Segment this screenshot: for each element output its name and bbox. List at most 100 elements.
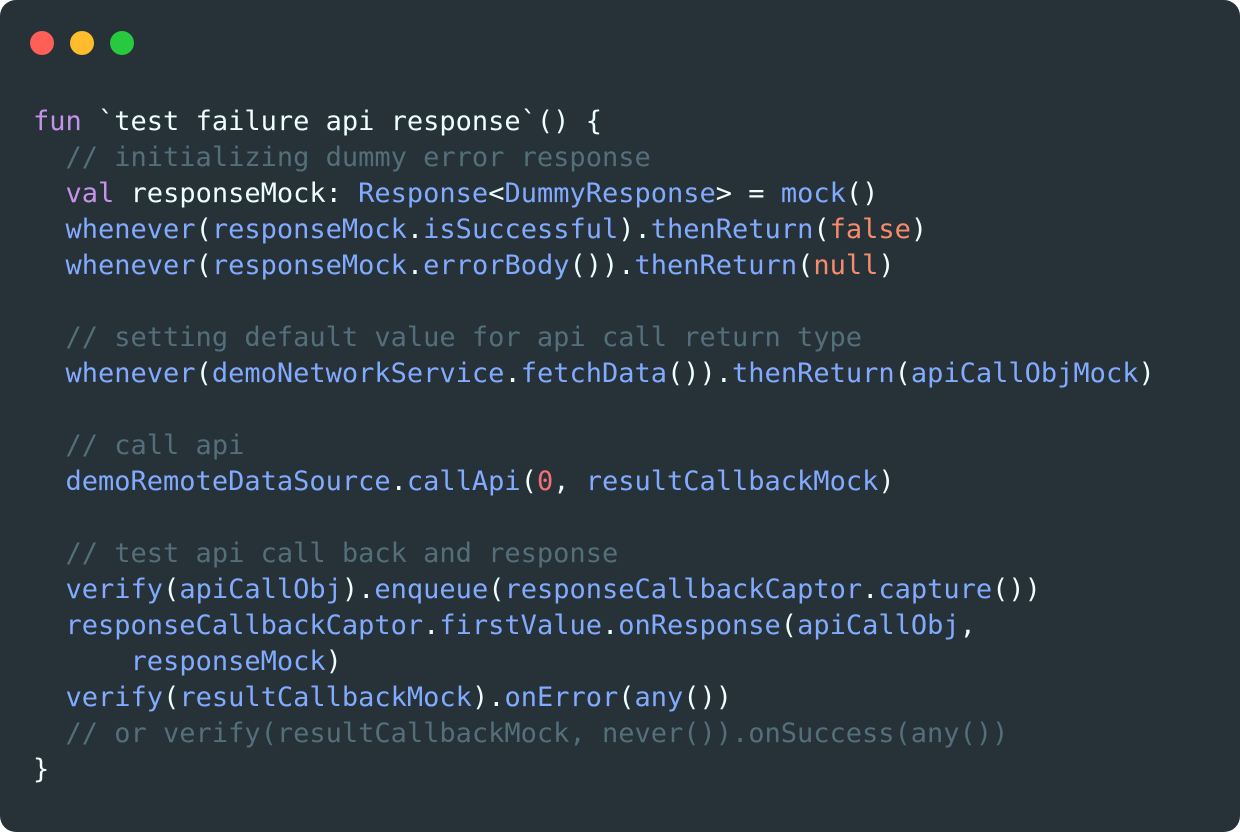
code-token-func: whenever xyxy=(65,358,196,389)
code-line: // initializing dummy error response xyxy=(33,140,1155,176)
code-token-comment: // setting default value for api call re… xyxy=(65,322,863,353)
code-token-default: . xyxy=(406,250,424,281)
code-token-default xyxy=(33,466,66,497)
code-token-default xyxy=(33,214,66,245)
code-line xyxy=(33,500,1155,536)
code-token-default: ( xyxy=(894,358,911,389)
code-token-default: . xyxy=(862,574,879,605)
code-token-default: ). xyxy=(341,574,375,605)
code-token-func: onResponse xyxy=(618,610,781,641)
code-token-default: ( xyxy=(488,574,505,605)
code-token-default: ( xyxy=(618,682,635,713)
code-line: // or verify(resultCallbackMock, never()… xyxy=(33,716,1155,752)
code-token-default xyxy=(33,430,66,461)
code-token-default: ()). xyxy=(569,250,635,281)
code-token-ident: isSuccessful xyxy=(423,214,619,245)
code-token-ident: resultCallbackMock xyxy=(179,682,472,713)
code-token-ident: firstValue xyxy=(439,610,602,641)
code-token-ident: demoNetworkService xyxy=(211,358,505,389)
code-token-type: Response xyxy=(358,178,489,209)
code-line: verify(apiCallObj).enqueue(responseCallb… xyxy=(33,572,1155,608)
code-token-func: errorBody xyxy=(423,250,570,281)
code-token-default: ( xyxy=(163,574,180,605)
code-token-default: ()) xyxy=(683,682,733,713)
code-token-default: . xyxy=(423,610,440,641)
code-token-default xyxy=(33,610,66,641)
code-line: fun `test failure api response`() { xyxy=(33,104,1155,140)
code-token-func: thenReturn xyxy=(650,214,814,245)
code-line xyxy=(33,392,1155,428)
code-token-default: ( xyxy=(195,214,212,245)
code-token-default: } xyxy=(33,754,50,785)
code-token-ident: responseCallbackCaptor xyxy=(65,610,424,641)
code-token-ident: apiCallObj xyxy=(797,610,960,641)
code-line: whenever(responseMock.errorBody()).thenR… xyxy=(33,248,1155,284)
code-token-func: fetchData xyxy=(520,358,668,389)
code-token-default xyxy=(33,250,66,281)
code-token-func: mock xyxy=(780,178,846,209)
code-token-ident: demoRemoteDataSource xyxy=(65,466,391,497)
code-token-default xyxy=(33,142,66,173)
code-token-ident: responseMock xyxy=(130,646,326,677)
code-token-func: whenever xyxy=(65,250,196,281)
code-token-ident: responseMock xyxy=(211,214,407,245)
code-line: } xyxy=(33,752,1155,788)
code-token-ident: responseMock xyxy=(211,250,407,281)
code-line xyxy=(33,284,1155,320)
code-line: responseCallbackCaptor.firstValue.onResp… xyxy=(33,608,1155,644)
code-token-default: . xyxy=(504,358,521,389)
code-token-default: ( xyxy=(813,214,830,245)
code-line: whenever(demoNetworkService.fetchData())… xyxy=(33,356,1155,392)
code-token-default: `test failure api response`() { xyxy=(81,106,602,137)
code-token-comment: // initializing dummy error response xyxy=(65,142,651,173)
code-token-default: ). xyxy=(471,682,505,713)
code-block: fun `test failure api response`() { // i… xyxy=(33,104,1155,788)
code-token-default xyxy=(33,574,66,605)
code-line: // setting default value for api call re… xyxy=(33,320,1155,356)
code-token-default xyxy=(33,718,66,749)
code-token-func: callApi xyxy=(406,466,521,497)
code-token-default: ()) xyxy=(992,574,1041,605)
code-token-default: ()). xyxy=(667,358,733,389)
maximize-button[interactable] xyxy=(110,31,134,55)
code-token-keyword: fun xyxy=(33,106,82,137)
code-token-default: ). xyxy=(618,214,651,245)
code-token-func: capture xyxy=(878,574,993,605)
code-token-func: whenever xyxy=(65,214,196,245)
code-token-comment: // or verify(resultCallbackMock, never()… xyxy=(65,718,1009,749)
code-token-func: onError xyxy=(504,682,619,713)
code-token-default: ) xyxy=(878,250,895,281)
close-button[interactable] xyxy=(30,31,54,55)
code-line: demoRemoteDataSource.callApi(0, resultCa… xyxy=(33,464,1155,500)
code-token-default: ( xyxy=(195,358,212,389)
code-line: // call api xyxy=(33,428,1155,464)
code-token-default: . xyxy=(601,610,619,641)
code-token-func: verify xyxy=(65,682,164,713)
code-token-default xyxy=(33,178,66,209)
code-token-default: ) xyxy=(325,646,342,677)
code-token-func: verify xyxy=(65,574,164,605)
code-token-default xyxy=(33,682,66,713)
code-token-func: thenReturn xyxy=(732,358,895,389)
code-token-default: ) xyxy=(910,214,928,245)
minimize-button[interactable] xyxy=(70,31,94,55)
code-token-default xyxy=(33,646,131,677)
code-token-default: < xyxy=(488,178,505,209)
code-token-ident: responseCallbackCaptor xyxy=(504,574,863,605)
code-token-ident: apiCallObjMock xyxy=(910,358,1139,389)
code-token-func: enqueue xyxy=(374,574,489,605)
code-line: val responseMock: Response<DummyResponse… xyxy=(33,176,1155,212)
code-token-type: DummyResponse xyxy=(504,178,716,209)
code-token-comment: // test api call back and response xyxy=(65,538,619,569)
code-token-func: any xyxy=(634,682,684,713)
code-token-default: ) xyxy=(1138,358,1155,389)
code-token-ident: apiCallObj xyxy=(179,574,342,605)
code-line: whenever(responseMock.isSuccessful).then… xyxy=(33,212,1155,248)
code-token-comment: // call api xyxy=(65,430,245,461)
code-token-default: () xyxy=(845,178,879,209)
code-token-ident: resultCallbackMock xyxy=(585,466,879,497)
code-token-default: ( xyxy=(520,466,537,497)
code-token-default: ) xyxy=(878,466,895,497)
code-token-func: thenReturn xyxy=(634,250,798,281)
